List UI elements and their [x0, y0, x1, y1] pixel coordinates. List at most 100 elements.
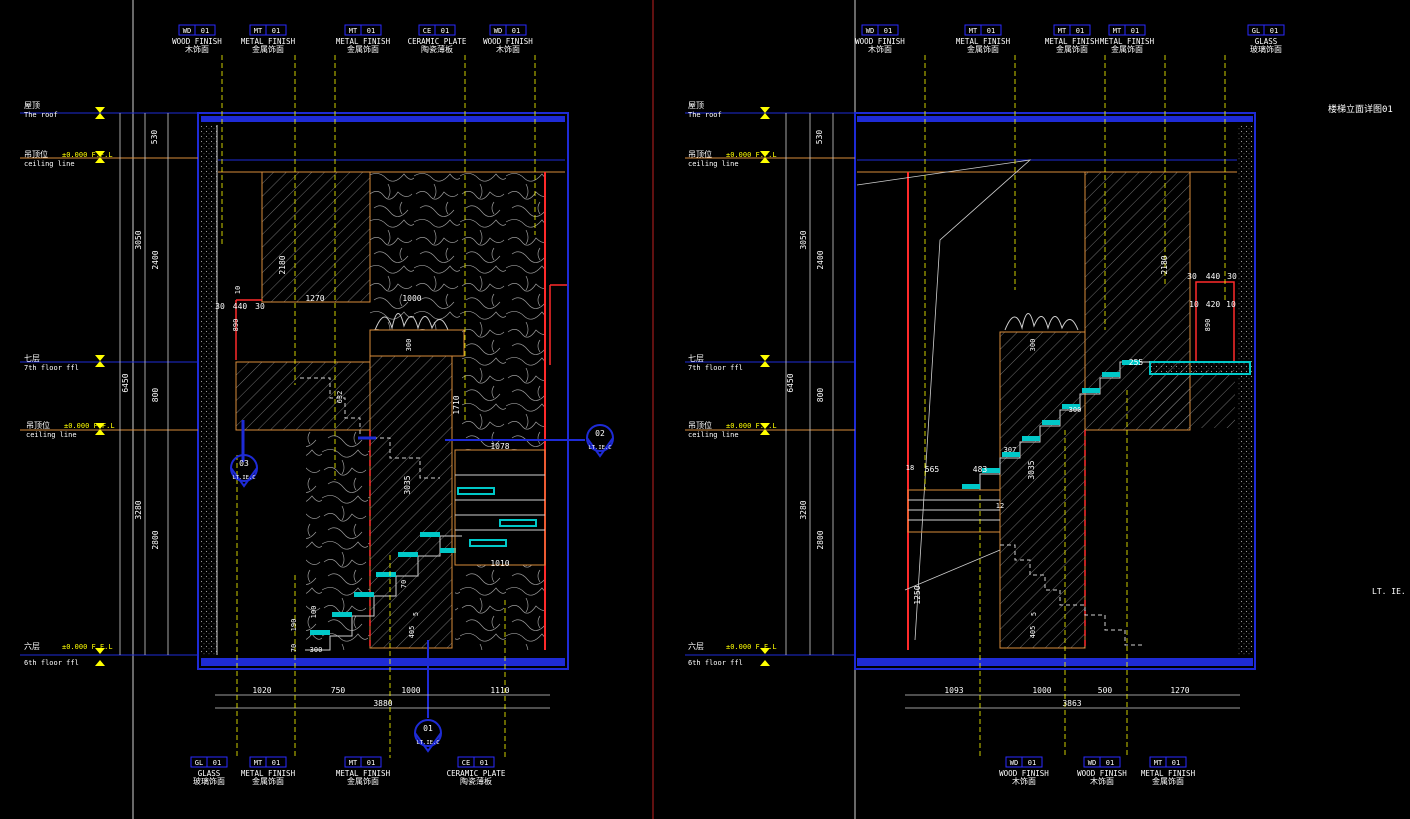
right-level-markers: [760, 107, 770, 666]
left-level-name-3: 吊顶位: [26, 420, 50, 430]
left-top-1-tag-material-cn: 金属饰面: [252, 44, 284, 54]
left-bottom-1-tag-material-cn: 金属饰面: [252, 776, 284, 786]
left-total-width: 3880: [373, 699, 392, 708]
left-top-2-tag-num-box: [360, 24, 382, 36]
left-bottom-dim-2: 1000: [401, 686, 420, 695]
right-bottom-2-tag-num-box: [1165, 756, 1187, 768]
right-hdim-0: 30: [1187, 272, 1197, 281]
section-marker-ref-1: LT.IE.C: [588, 445, 611, 451]
right-top-3-tag-num-box: [1124, 24, 1146, 36]
left-top-0-tag-num: 01: [201, 27, 209, 35]
right-top-1-tag-num-box: [980, 24, 1002, 36]
right-hdim-4: 420: [1206, 300, 1221, 309]
left-bottom-0-tag-material-cn: 玻璃饰面: [193, 776, 225, 786]
left-bottom-1-tag-num: 01: [272, 759, 280, 767]
right-top-2-tag-material: METAL FINISH: [1045, 37, 1100, 46]
left-hdim-4: 1000: [402, 294, 421, 303]
right-bottom-2-tag-code: MT: [1154, 759, 1163, 767]
right-hdim-6: 565: [925, 465, 940, 474]
right-top-3-tag-code: MT: [1113, 27, 1122, 35]
right-small-dim-5: 307: [1004, 446, 1017, 454]
section-marker-num-0: 03: [239, 459, 249, 468]
left-vdim-1: 3050: [134, 230, 143, 249]
left-top-4-tag-material-cn: 木饰面: [496, 44, 520, 54]
left-top-1-tag-num-box: [265, 24, 287, 36]
right-top-3-tag-material-cn: 金属饰面: [1111, 44, 1143, 54]
left-section-marker-02: [586, 424, 614, 458]
left-level-elev-1: ±0.000 F.F.L: [62, 151, 113, 159]
right-vdim-1: 3050: [799, 230, 808, 249]
right-level-en-3: ceiling line: [688, 431, 739, 439]
right-top-4-tag-material-cn: 玻璃饰面: [1250, 44, 1282, 54]
right-bottom-1-tag-code: WD: [1088, 759, 1096, 767]
left-bottom-3-tag-material-cn: 陶瓷薄板: [460, 776, 492, 786]
right-level-name-0: 屋顶: [688, 101, 704, 110]
left-ceramic-panel-top: [370, 172, 462, 330]
right-planter-plant: [1004, 313, 1079, 331]
left-top-3-tag-material: CERAMIC PLATE: [408, 37, 467, 46]
left-top-1-tag-code: MT: [254, 27, 263, 35]
right-hdim-7: 483: [973, 465, 988, 474]
right-small-dim-4: 300: [1069, 406, 1082, 414]
left-vdim-4: 800: [151, 388, 160, 403]
right-top-0-tag-material: WOOD FINISH: [855, 37, 905, 46]
left-ceramic-panel-bottom: [455, 565, 545, 650]
left-floor-slab-7th: [235, 361, 371, 431]
right-bottom-2-tag-material: METAL FINISH: [1141, 769, 1196, 778]
left-top-0-tag-code: WD: [183, 27, 191, 35]
left-top-leaders: [221, 55, 536, 480]
left-top-2-tag-material: METAL FINISH: [336, 37, 391, 46]
left-hdim-0: 30: [215, 302, 225, 311]
left-wood-panel-upper: [261, 171, 371, 303]
right-bottom-1-tag-num: 01: [1106, 759, 1114, 767]
left-bottom-3-tag-num: 01: [480, 759, 488, 767]
right-level-en-0: The roof: [688, 111, 722, 119]
left-top-4-tag-code: WD: [494, 27, 502, 35]
left-top-0-tag-material: WOOD FINISH: [172, 37, 222, 46]
left-hdim-2: 30: [255, 302, 265, 311]
left-bottom-dim-0: 1020: [252, 686, 271, 695]
left-floor-slab: [201, 658, 565, 666]
right-wall-section: [1237, 125, 1252, 655]
left-top-0-tag-num-box: [194, 24, 216, 36]
right-vdim-4: 800: [816, 388, 825, 403]
right-top-0-tag-code: WD: [866, 27, 874, 35]
right-level-elev-1: ±0.000 F.F.L: [726, 151, 777, 159]
left-level-elev-4: ±0.000 F.F.L: [62, 643, 113, 651]
left-top-0-tag-material-cn: 木饰面: [185, 44, 209, 54]
right-hdim-3: 10: [1189, 300, 1199, 309]
left-roof-slab: [201, 116, 565, 122]
left-planter-box: [369, 329, 465, 357]
left-level-en-0: The roof: [24, 111, 58, 119]
right-total-width: 3863: [1062, 699, 1081, 708]
section-marker-num-1: 02: [595, 429, 605, 438]
left-bottom-1-tag-code: MT: [254, 759, 263, 767]
right-top-1-tag-num: 01: [987, 27, 995, 35]
right-bottom-0-tag-num-box: [1021, 756, 1043, 768]
right-top-0-tag-material-cn: 木饰面: [868, 44, 892, 54]
right-top-leaders: [924, 55, 1226, 490]
left-top-2-tag-code: MT: [349, 27, 358, 35]
left-hdim-3: 1270: [305, 294, 324, 303]
right-bottom-0-tag-material: WOOD FINISH: [999, 769, 1049, 778]
right-vdim-9: 1250: [913, 585, 922, 604]
right-bottom-dim-2: 500: [1098, 686, 1113, 695]
left-bottom-leaders: [236, 455, 506, 758]
left-bottom-3-tag-num-box: [473, 756, 495, 768]
right-bottom-1-tag-num-box: [1099, 756, 1121, 768]
left-hdim-5: 1078: [490, 442, 509, 451]
left-small-dim-0: 890: [232, 319, 240, 332]
right-hdim-8: 255: [1129, 358, 1144, 367]
right-top-4-tag-num-box: [1263, 24, 1285, 36]
left-section-marker-03: [230, 454, 258, 488]
right-bottom-leaders: [979, 390, 1128, 758]
left-drawer-shelves: [454, 449, 546, 566]
left-elevation: [20, 55, 614, 758]
right-vdim-6: 2800: [816, 530, 825, 549]
left-bottom-0-tag-num-box: [206, 756, 228, 768]
section-marker-ref-0: LT.IE.C: [232, 475, 255, 481]
left-small-dim-7: 405: [408, 626, 416, 639]
left-wall-frame: [197, 112, 569, 670]
left-vdim-9: 3035: [403, 475, 412, 494]
